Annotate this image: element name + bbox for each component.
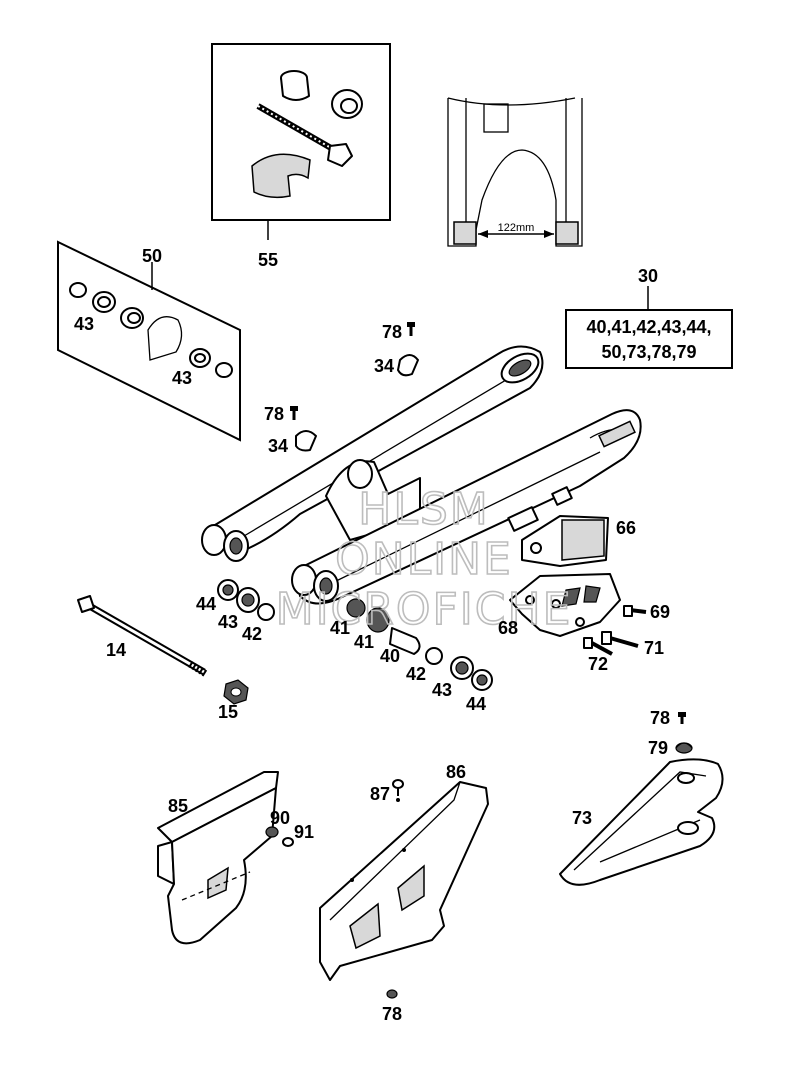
kit-30: 40,41,42,43,44, 50,73,78,79	[565, 286, 733, 369]
frame-guard-86-part	[319, 781, 489, 981]
callout-43-d: 43	[432, 680, 452, 700]
callout-79: 79	[648, 738, 668, 758]
callout-42-a: 42	[242, 624, 262, 644]
callout-50: 50	[142, 246, 162, 266]
callout-72: 72	[588, 654, 608, 674]
washer-79-part	[675, 742, 693, 754]
dimension-122mm: 122mm	[498, 222, 535, 234]
callout-40: 40	[380, 646, 400, 666]
watermark-line3: MICROFICHE	[276, 584, 573, 635]
chain-slider-73-part	[559, 758, 724, 886]
callout-41-b: 41	[354, 632, 374, 652]
clamp-34-upper-part	[397, 322, 419, 377]
callout-87: 87	[370, 784, 390, 804]
swingarm-part	[201, 345, 642, 605]
callout-14: 14	[106, 640, 126, 660]
callout-91: 91	[294, 822, 314, 842]
bearing-set-parts	[69, 282, 233, 378]
pivot-bolt-part	[256, 103, 353, 167]
callout-86: 86	[446, 762, 466, 782]
kit-30-contents-line2: 50,73,78,79	[601, 342, 696, 362]
callout-labels: 55 50 43 43 30 78 34 78 34 66 68 69 71 7…	[74, 246, 670, 1024]
kit-55-box	[211, 43, 391, 240]
watermark-line1: HLSM	[358, 484, 490, 535]
chain-guard-85-part	[157, 771, 279, 945]
pivot-bushing-part	[280, 70, 310, 101]
clamp-34-lower-part	[290, 406, 317, 452]
nut-90-part	[265, 826, 279, 838]
callout-69: 69	[650, 602, 670, 622]
chain-guide-68-part	[509, 573, 621, 637]
callout-43-b: 43	[172, 368, 192, 388]
callout-78-c: 78	[650, 708, 670, 728]
kit-30-contents-line1: 40,41,42,43,44,	[586, 317, 711, 337]
washer-91-part	[282, 837, 294, 847]
bolt-69-part	[623, 605, 647, 617]
callout-43-a: 43	[74, 314, 94, 334]
half-bushing-part	[251, 153, 311, 199]
callout-55: 55	[258, 250, 278, 270]
pivot-seal-part	[331, 89, 363, 119]
kit-50-box	[57, 240, 241, 442]
screw-78-guard-part	[386, 989, 398, 999]
chain-guide-66-part	[521, 515, 609, 567]
callout-85: 85	[168, 796, 188, 816]
nut-15-part	[223, 679, 249, 705]
axle-14-part	[77, 595, 208, 677]
callout-66: 66	[616, 518, 636, 538]
callout-78-a: 78	[382, 322, 402, 342]
callout-15: 15	[218, 702, 238, 722]
callout-71: 71	[644, 638, 664, 658]
callout-42-b: 42	[406, 664, 426, 684]
callout-41-a: 41	[330, 618, 350, 638]
callout-73: 73	[572, 808, 592, 828]
frame-detail: 122mm	[447, 97, 583, 247]
callout-78-d: 78	[382, 1004, 402, 1024]
callout-78-b: 78	[264, 404, 284, 424]
watermark-line2: ONLINE	[335, 534, 513, 585]
bolt-71-part	[601, 631, 639, 648]
callout-68: 68	[498, 618, 518, 638]
right-bearing-stack-parts	[346, 598, 493, 691]
watermark: HLSM ONLINE MICROFICHE	[275, 483, 573, 636]
callout-34-b: 34	[268, 436, 288, 456]
screw-87-part	[392, 779, 404, 802]
left-bearing-stack-parts	[217, 579, 275, 621]
screw-78-slider-part	[678, 712, 686, 724]
callout-44-a: 44	[196, 594, 216, 614]
callout-43-c: 43	[218, 612, 238, 632]
callout-34-a: 34	[374, 356, 394, 376]
callout-44-b: 44	[466, 694, 486, 714]
callout-30: 30	[638, 266, 658, 286]
callout-90: 90	[270, 808, 290, 828]
bolt-72-part	[583, 637, 613, 656]
